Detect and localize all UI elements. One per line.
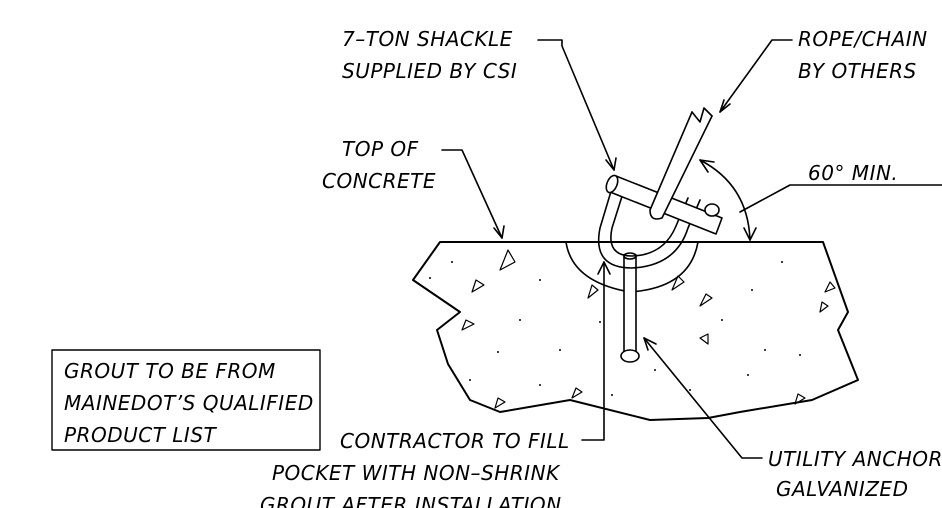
label-anchor-1: UTILITY ANCHOR bbox=[768, 447, 942, 471]
label-shackle-1: 7–TON SHACKLE bbox=[342, 27, 513, 51]
label-rope-2: BY OTHERS bbox=[798, 59, 917, 83]
label-contractor-2: POCKET WITH NON–SHRINK bbox=[272, 461, 561, 485]
label-angle: 60° MIN. bbox=[808, 161, 898, 185]
arrow-top-concrete bbox=[493, 225, 505, 239]
aggregate-dots bbox=[429, 261, 801, 396]
concrete-slab-outline bbox=[412, 241, 859, 421]
leader-rope bbox=[719, 39, 793, 113]
label-top-concrete-1: TOP OF bbox=[342, 137, 419, 161]
leader-angle bbox=[739, 184, 942, 213]
angle-arc bbox=[699, 159, 751, 241]
utility-anchor bbox=[620, 252, 640, 363]
label-rope-1: ROPE/CHAIN bbox=[798, 27, 928, 51]
arrow-contractor bbox=[597, 261, 611, 275]
leader-contractor bbox=[581, 261, 605, 441]
arrow-shackle bbox=[605, 157, 617, 171]
arc-arrow-bottom bbox=[743, 227, 757, 241]
label-shackle-2: SUPPLIED BY CSI bbox=[342, 59, 517, 83]
label-top-concrete-2: CONCRETE bbox=[322, 169, 436, 193]
arc-arrow-top bbox=[699, 159, 715, 173]
rope-chain bbox=[649, 107, 713, 220]
label-contractor-1: CONTRACTOR TO FILL bbox=[340, 429, 570, 453]
label-grout-2: MAINEDOT’S QUALIFIED bbox=[64, 391, 314, 415]
grout-note-box bbox=[51, 349, 321, 451]
arrow-anchor bbox=[643, 337, 657, 351]
label-contractor-3: GROUT AFTER INSTALLATION bbox=[260, 493, 562, 508]
aggregate-markings bbox=[461, 249, 836, 409]
label-anchor-2: GALVANIZED bbox=[776, 477, 908, 501]
leader-shackle bbox=[537, 39, 615, 171]
arrow-rope bbox=[719, 99, 731, 113]
leader-top-concrete bbox=[441, 149, 503, 239]
leader-anchor bbox=[643, 337, 763, 459]
label-grout-3: PRODUCT LIST bbox=[64, 423, 218, 447]
label-grout-1: GROUT TO BE FROM bbox=[64, 359, 276, 383]
